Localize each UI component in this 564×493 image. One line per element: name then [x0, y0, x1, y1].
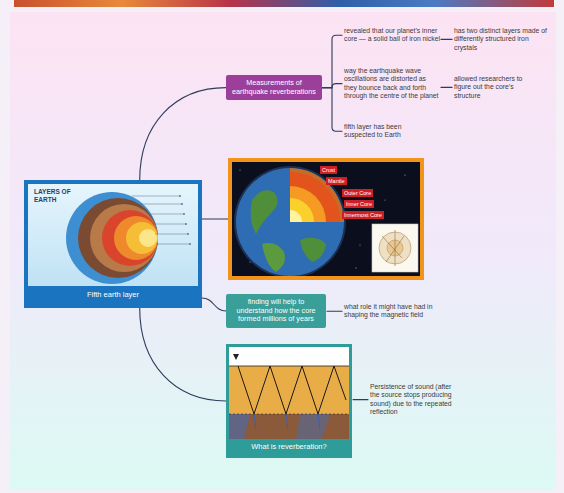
layer-tag: Mantle — [328, 178, 345, 185]
central-caption-ground: Fifth earth layer — [28, 286, 198, 304]
earth-cross-section — [232, 162, 420, 278]
layer-tag-ground: Outer Core — [342, 189, 373, 197]
illustration-title-ground: LAYERS OF EARTH — [34, 188, 80, 205]
connector — [322, 88, 342, 132]
note-label: revealed that our planet’s inner core — … — [344, 27, 440, 44]
connector — [202, 298, 226, 311]
illustration-title: LAYERS OF EARTH — [34, 188, 80, 205]
connector — [353, 399, 368, 400]
note-label: what role it might have had in shaping t… — [344, 303, 442, 320]
layer-tag: Crust — [322, 167, 335, 174]
connector — [202, 218, 228, 219]
layer-tag-ground: Mantle — [326, 177, 347, 185]
reverberation-image: What is reverberation? — [226, 344, 352, 458]
note-text: has two distinct layers made of differen… — [454, 27, 550, 52]
central-topic: LAYERS OF EARTH Fifth earth layer — [24, 180, 202, 308]
layer-tag: Outer Core — [344, 190, 371, 197]
earth-image: CrustMantleOuter CoreInner CoreInnermost… — [228, 158, 424, 280]
branch-label: finding will help to understand how the … — [230, 298, 322, 324]
reverberation-illustration — [229, 347, 349, 439]
note-text: allowed researchers to figure out the co… — [454, 75, 534, 100]
layers-illustration — [28, 184, 198, 286]
connector — [322, 84, 342, 88]
connector — [140, 308, 226, 401]
top-image-strip — [14, 0, 554, 7]
note-label: way the earthquake wave oscillations are… — [344, 67, 440, 100]
connector — [441, 87, 452, 88]
image-caption: What is reverberation? — [251, 443, 326, 451]
note-text: fifth layer has been suspected to Earth — [344, 123, 416, 140]
connector — [441, 39, 452, 40]
note-label: fifth layer has been suspected to Earth — [344, 123, 416, 140]
layer-tag-ground: Innermost Core — [342, 211, 384, 219]
layer-tag: Innermost Core — [344, 212, 382, 219]
note-label: allowed researchers to figure out the co… — [454, 75, 534, 100]
layer-tag: Inner Core — [346, 201, 372, 208]
note-label: has two distinct layers made of differen… — [454, 27, 550, 52]
branch-box: finding will help to understand how the … — [226, 294, 326, 328]
layer-tag-ground: Crust — [320, 166, 337, 174]
note-text: revealed that our planet’s inner core — … — [344, 27, 440, 44]
branch-label: Measurements of earthquake reverberation… — [230, 79, 318, 96]
image-caption-ground: What is reverberation? — [229, 439, 349, 455]
connector — [327, 311, 342, 312]
branch-box: Measurements of earthquake reverberation… — [226, 75, 322, 100]
connector — [322, 35, 342, 87]
note-text: what role it might have had in shaping t… — [344, 303, 442, 320]
note-text: Persistence of sound (after the source s… — [370, 383, 454, 416]
connector — [140, 88, 226, 180]
panel-ground — [10, 12, 556, 490]
note-text: way the earthquake wave oscillations are… — [344, 67, 440, 100]
note-label: Persistence of sound (after the source s… — [370, 383, 454, 416]
central-caption: Fifth earth layer — [87, 291, 139, 299]
layer-tag-ground: Inner Core — [344, 200, 374, 208]
